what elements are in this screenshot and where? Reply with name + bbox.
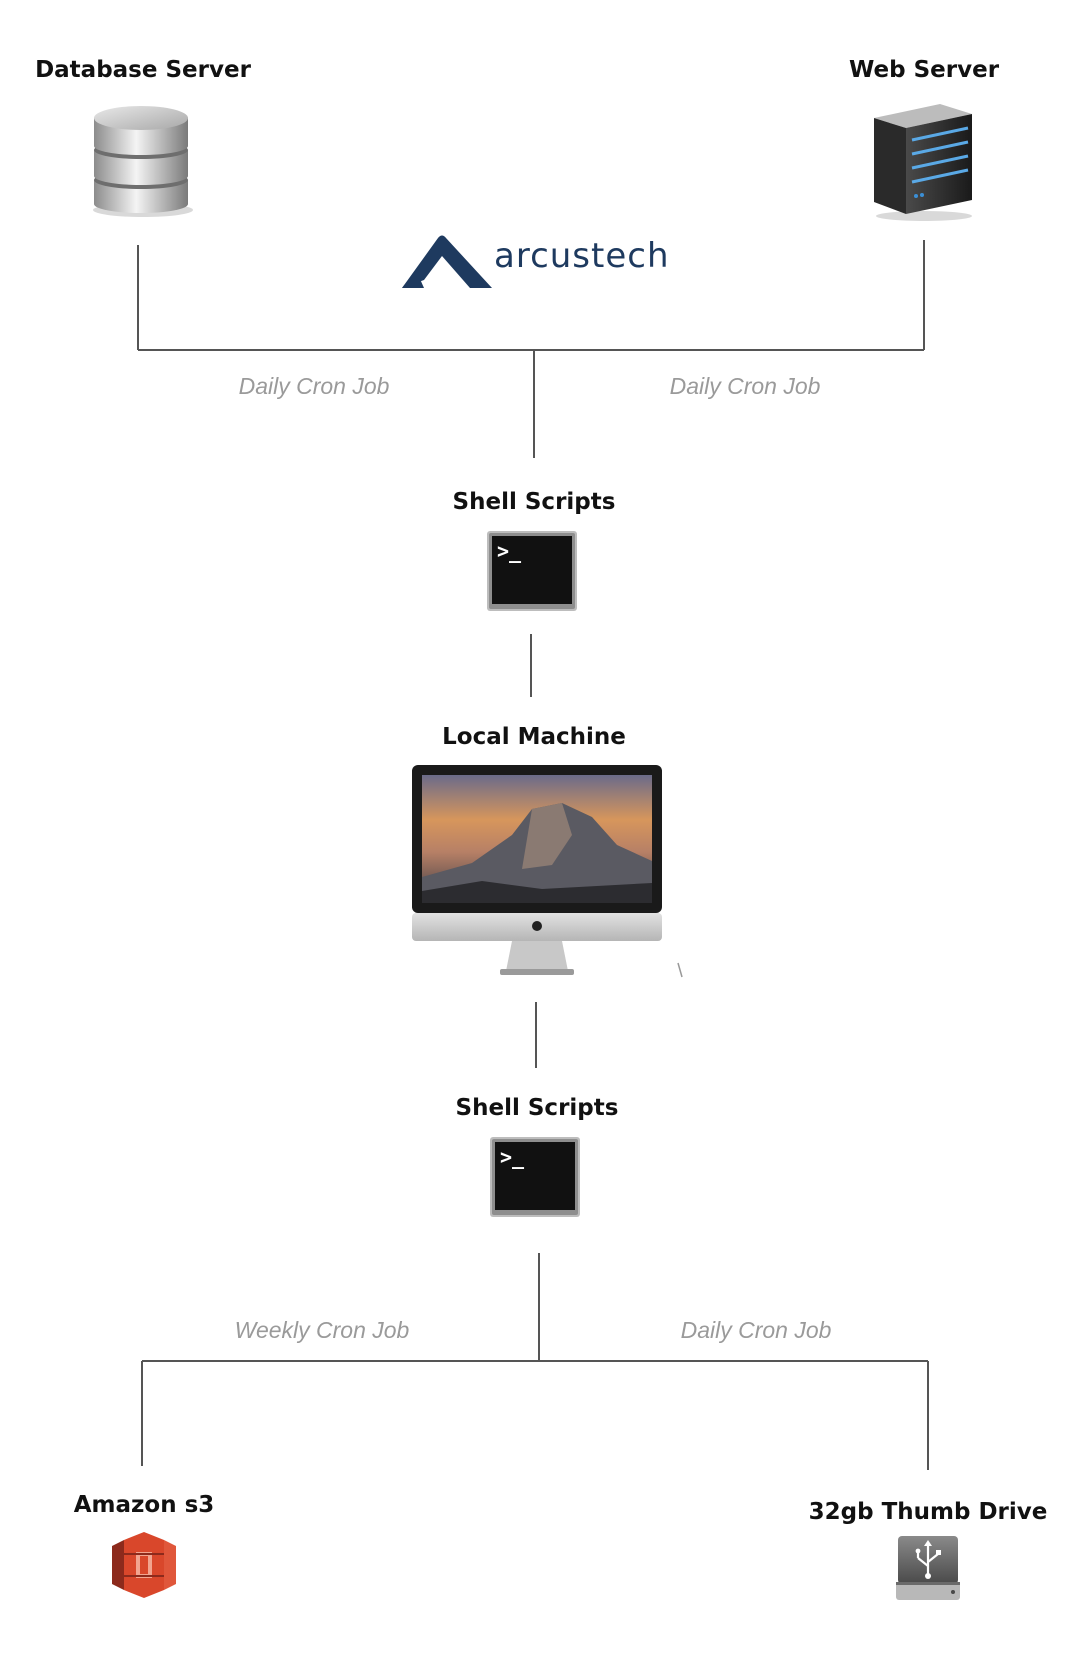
edge-label-s3: Weekly Cron Job	[234, 1317, 410, 1343]
shell-scripts-bottom-label: Shell Scripts	[455, 1095, 619, 1121]
imac-icon	[412, 765, 686, 981]
web-server-label: Web Server	[848, 57, 1000, 83]
arcustech-logo-text: arcustech	[494, 236, 670, 276]
terminal-icon: >_	[490, 1137, 580, 1217]
usb-drive-icon	[896, 1536, 960, 1602]
amazon-s3-label: Amazon s3	[73, 1492, 215, 1518]
edge-label-web: Daily Cron Job	[669, 373, 821, 399]
edge-label-db: Daily Cron Job	[238, 373, 390, 399]
database-icon	[90, 100, 196, 218]
svg-text:>_: >_	[497, 539, 522, 563]
thumb-drive-label: 32gb Thumb Drive	[808, 1499, 1048, 1525]
terminal-icon: >_	[487, 531, 577, 611]
arcustech-logo-mark	[398, 232, 494, 290]
server-rack-icon	[868, 100, 980, 222]
database-server-label: Database Server	[35, 57, 251, 83]
shell-scripts-top-label: Shell Scripts	[452, 489, 616, 515]
svg-text:>_: >_	[500, 1145, 525, 1169]
local-machine-label: Local Machine	[442, 724, 626, 750]
aws-s3-icon	[112, 1532, 176, 1598]
edge-label-drive: Daily Cron Job	[680, 1317, 832, 1343]
